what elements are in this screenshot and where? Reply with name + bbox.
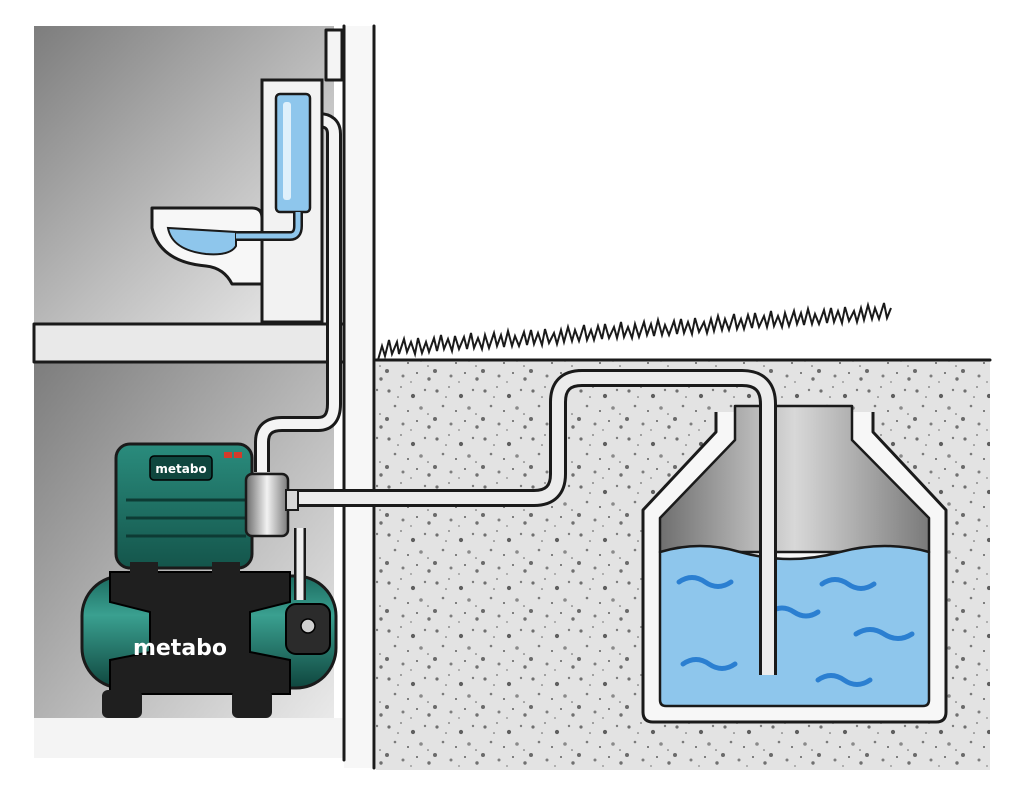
suction-pipe (296, 369, 777, 675)
brand-label-small: metabo (155, 462, 206, 476)
basement-floor (34, 718, 352, 758)
grass-icon (377, 301, 892, 361)
toilet-icon (150, 206, 303, 286)
water-pump-icon: metabo metabo (80, 442, 338, 718)
brand-label-large: metabo (133, 636, 227, 661)
exterior-wall (344, 26, 374, 768)
pressure-pipe (254, 28, 344, 472)
pump-motor: metabo (114, 442, 299, 576)
tank-water (658, 544, 931, 708)
cistern-tank (274, 92, 312, 214)
cistern-icon (260, 78, 324, 324)
floor-slab (32, 322, 354, 364)
pressure-vessel: metabo (80, 571, 338, 718)
water-tank-icon (641, 404, 948, 724)
